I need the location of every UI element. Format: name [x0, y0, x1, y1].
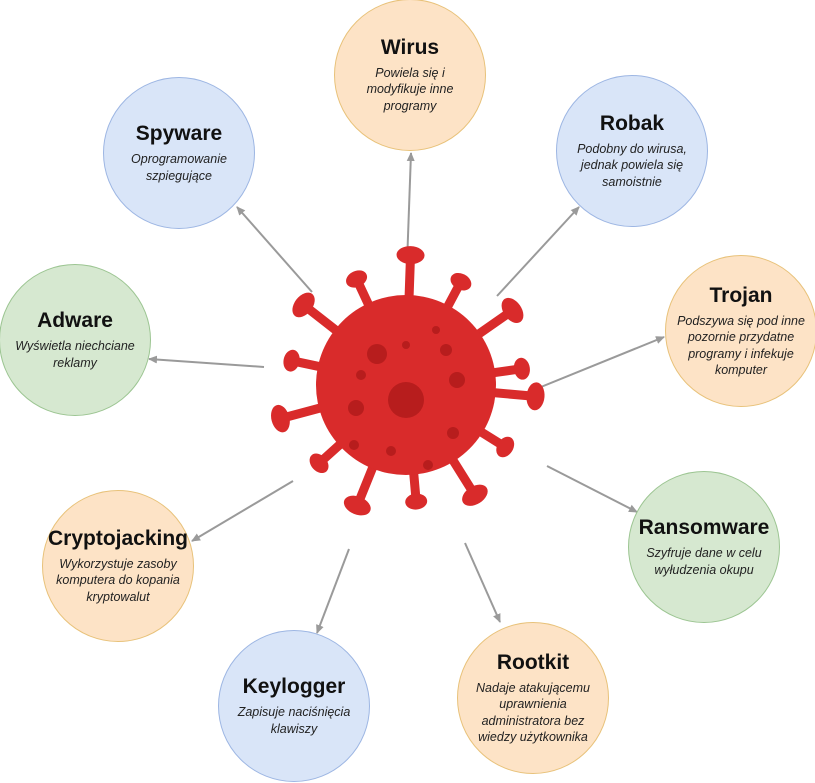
arrows-group [148, 152, 665, 634]
node-title: Cryptojacking [47, 527, 189, 551]
node-description: Powiela się i modyfikuje inne programy [366, 66, 454, 113]
virus-icon [271, 246, 545, 516]
node-description: Podobny do wirusa, jednak powiela się sa… [577, 142, 687, 189]
node-title: Trojan [709, 283, 773, 307]
node-title: Ransomware [638, 516, 770, 540]
arrow-to-cryptojacking [191, 480, 294, 542]
node-title: Rootkit [496, 650, 570, 674]
arrow-to-keylogger [316, 548, 350, 634]
arrow-to-rootkit [464, 542, 501, 623]
arrow-to-trojan [535, 336, 665, 390]
node-title: Keylogger [242, 675, 346, 699]
node-description: Podszywa się pod inne pozornie przydatne… [677, 314, 805, 377]
arrow-to-robak [496, 206, 580, 297]
node-description: Wykorzystuje zasoby komputera do kopania… [56, 557, 180, 604]
arrow-to-spyware [236, 206, 313, 293]
node-title: Robak [599, 112, 665, 136]
arrow-to-wirus [406, 152, 415, 265]
arrow-to-ransomware [546, 465, 638, 513]
node-title: Spyware [135, 122, 223, 146]
arrow-to-adware [148, 355, 265, 368]
node-description: Zapisuje naciśnięcia klawiszy [237, 705, 351, 736]
node-description: Wyświetla niechciane reklamy [15, 339, 135, 370]
node-description: Szyfruje dane w celu wyłudzenia okupu [646, 546, 762, 577]
node-title: Wirus [380, 36, 440, 60]
node-description: Oprogramowanie szpiegujące [131, 152, 227, 183]
node-title: Adware [37, 309, 113, 333]
node-description: Nadaje atakującemu uprawnienia administr… [476, 681, 590, 744]
